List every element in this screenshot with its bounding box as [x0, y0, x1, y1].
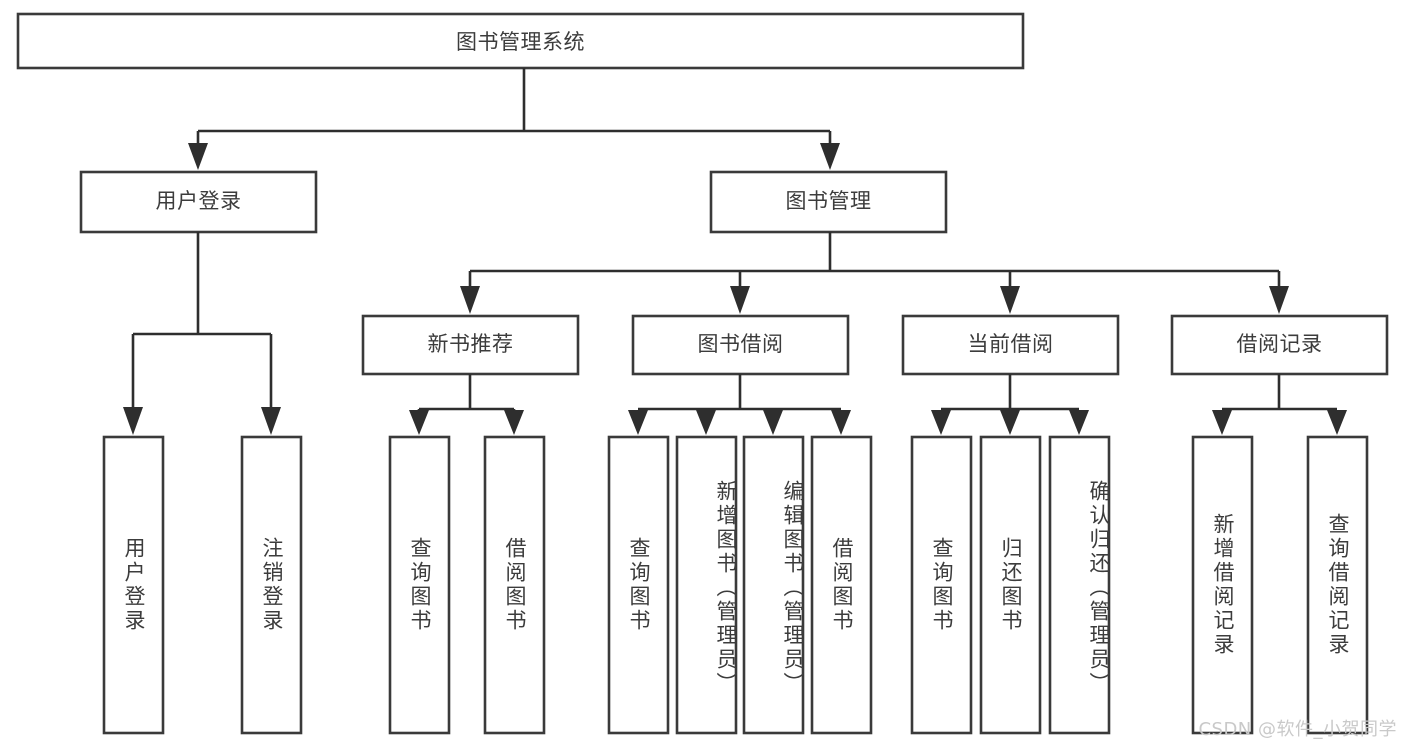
node-box-leaf-borrow-3[interactable]	[810, 435, 873, 735]
node-box-leaf-user-login-0[interactable]	[102, 435, 165, 735]
arrow-head-current-1	[931, 410, 951, 435]
node-box-current-borrow[interactable]	[901, 314, 1120, 376]
node-box-leaf-current-0[interactable]	[910, 435, 973, 735]
arrow-head-recommend-1	[409, 410, 429, 435]
node-box-leaf-current-2[interactable]	[1048, 435, 1111, 735]
node-box-leaf-borrow-0[interactable]	[607, 435, 670, 735]
node-box-user-login[interactable]	[79, 170, 318, 234]
arrow-head-borrow-4	[831, 410, 851, 435]
arrow-head-record-2	[1327, 410, 1347, 435]
node-box-book-borrow[interactable]	[631, 314, 850, 376]
node-box-root[interactable]	[16, 12, 1025, 70]
arrow-head-borrow-2	[696, 410, 716, 435]
arrow-head-current-2	[1000, 410, 1020, 435]
arrow-head-level3-3	[1000, 286, 1020, 314]
node-box-leaf-borrow-1[interactable]	[675, 435, 738, 735]
node-box-leaf-recommend-0[interactable]	[388, 435, 451, 735]
arrow-head-record-1	[1212, 410, 1232, 435]
arrow-head-level2-1	[188, 143, 208, 170]
node-box-leaf-borrow-2[interactable]	[742, 435, 805, 735]
node-box-leaf-current-1[interactable]	[979, 435, 1042, 735]
node-box-leaf-record-0[interactable]	[1191, 435, 1254, 735]
arrow-head-borrow-1	[628, 410, 648, 435]
arrow-head-level3-4	[1269, 286, 1289, 314]
arrow-head-recommend-2	[504, 410, 524, 435]
arrow-head-level3-1	[460, 286, 480, 314]
node-box-book-management[interactable]	[709, 170, 948, 234]
arrow-head-current-3	[1069, 410, 1089, 435]
watermark: CSDN @软件_小贺同学	[1198, 719, 1397, 740]
arrow-head-user-login-1	[123, 407, 143, 435]
node-box-leaf-record-1[interactable]	[1306, 435, 1369, 735]
node-box-leaf-user-login-1[interactable]	[240, 435, 303, 735]
arrow-head-borrow-3	[763, 410, 783, 435]
arrow-head-user-login-2	[261, 407, 281, 435]
node-box-new-book-recommend[interactable]	[361, 314, 580, 376]
node-box-borrow-record[interactable]	[1170, 314, 1389, 376]
arrow-head-level2-2	[820, 143, 840, 170]
node-box-leaf-recommend-1[interactable]	[483, 435, 546, 735]
arrow-head-level3-2	[730, 286, 750, 314]
